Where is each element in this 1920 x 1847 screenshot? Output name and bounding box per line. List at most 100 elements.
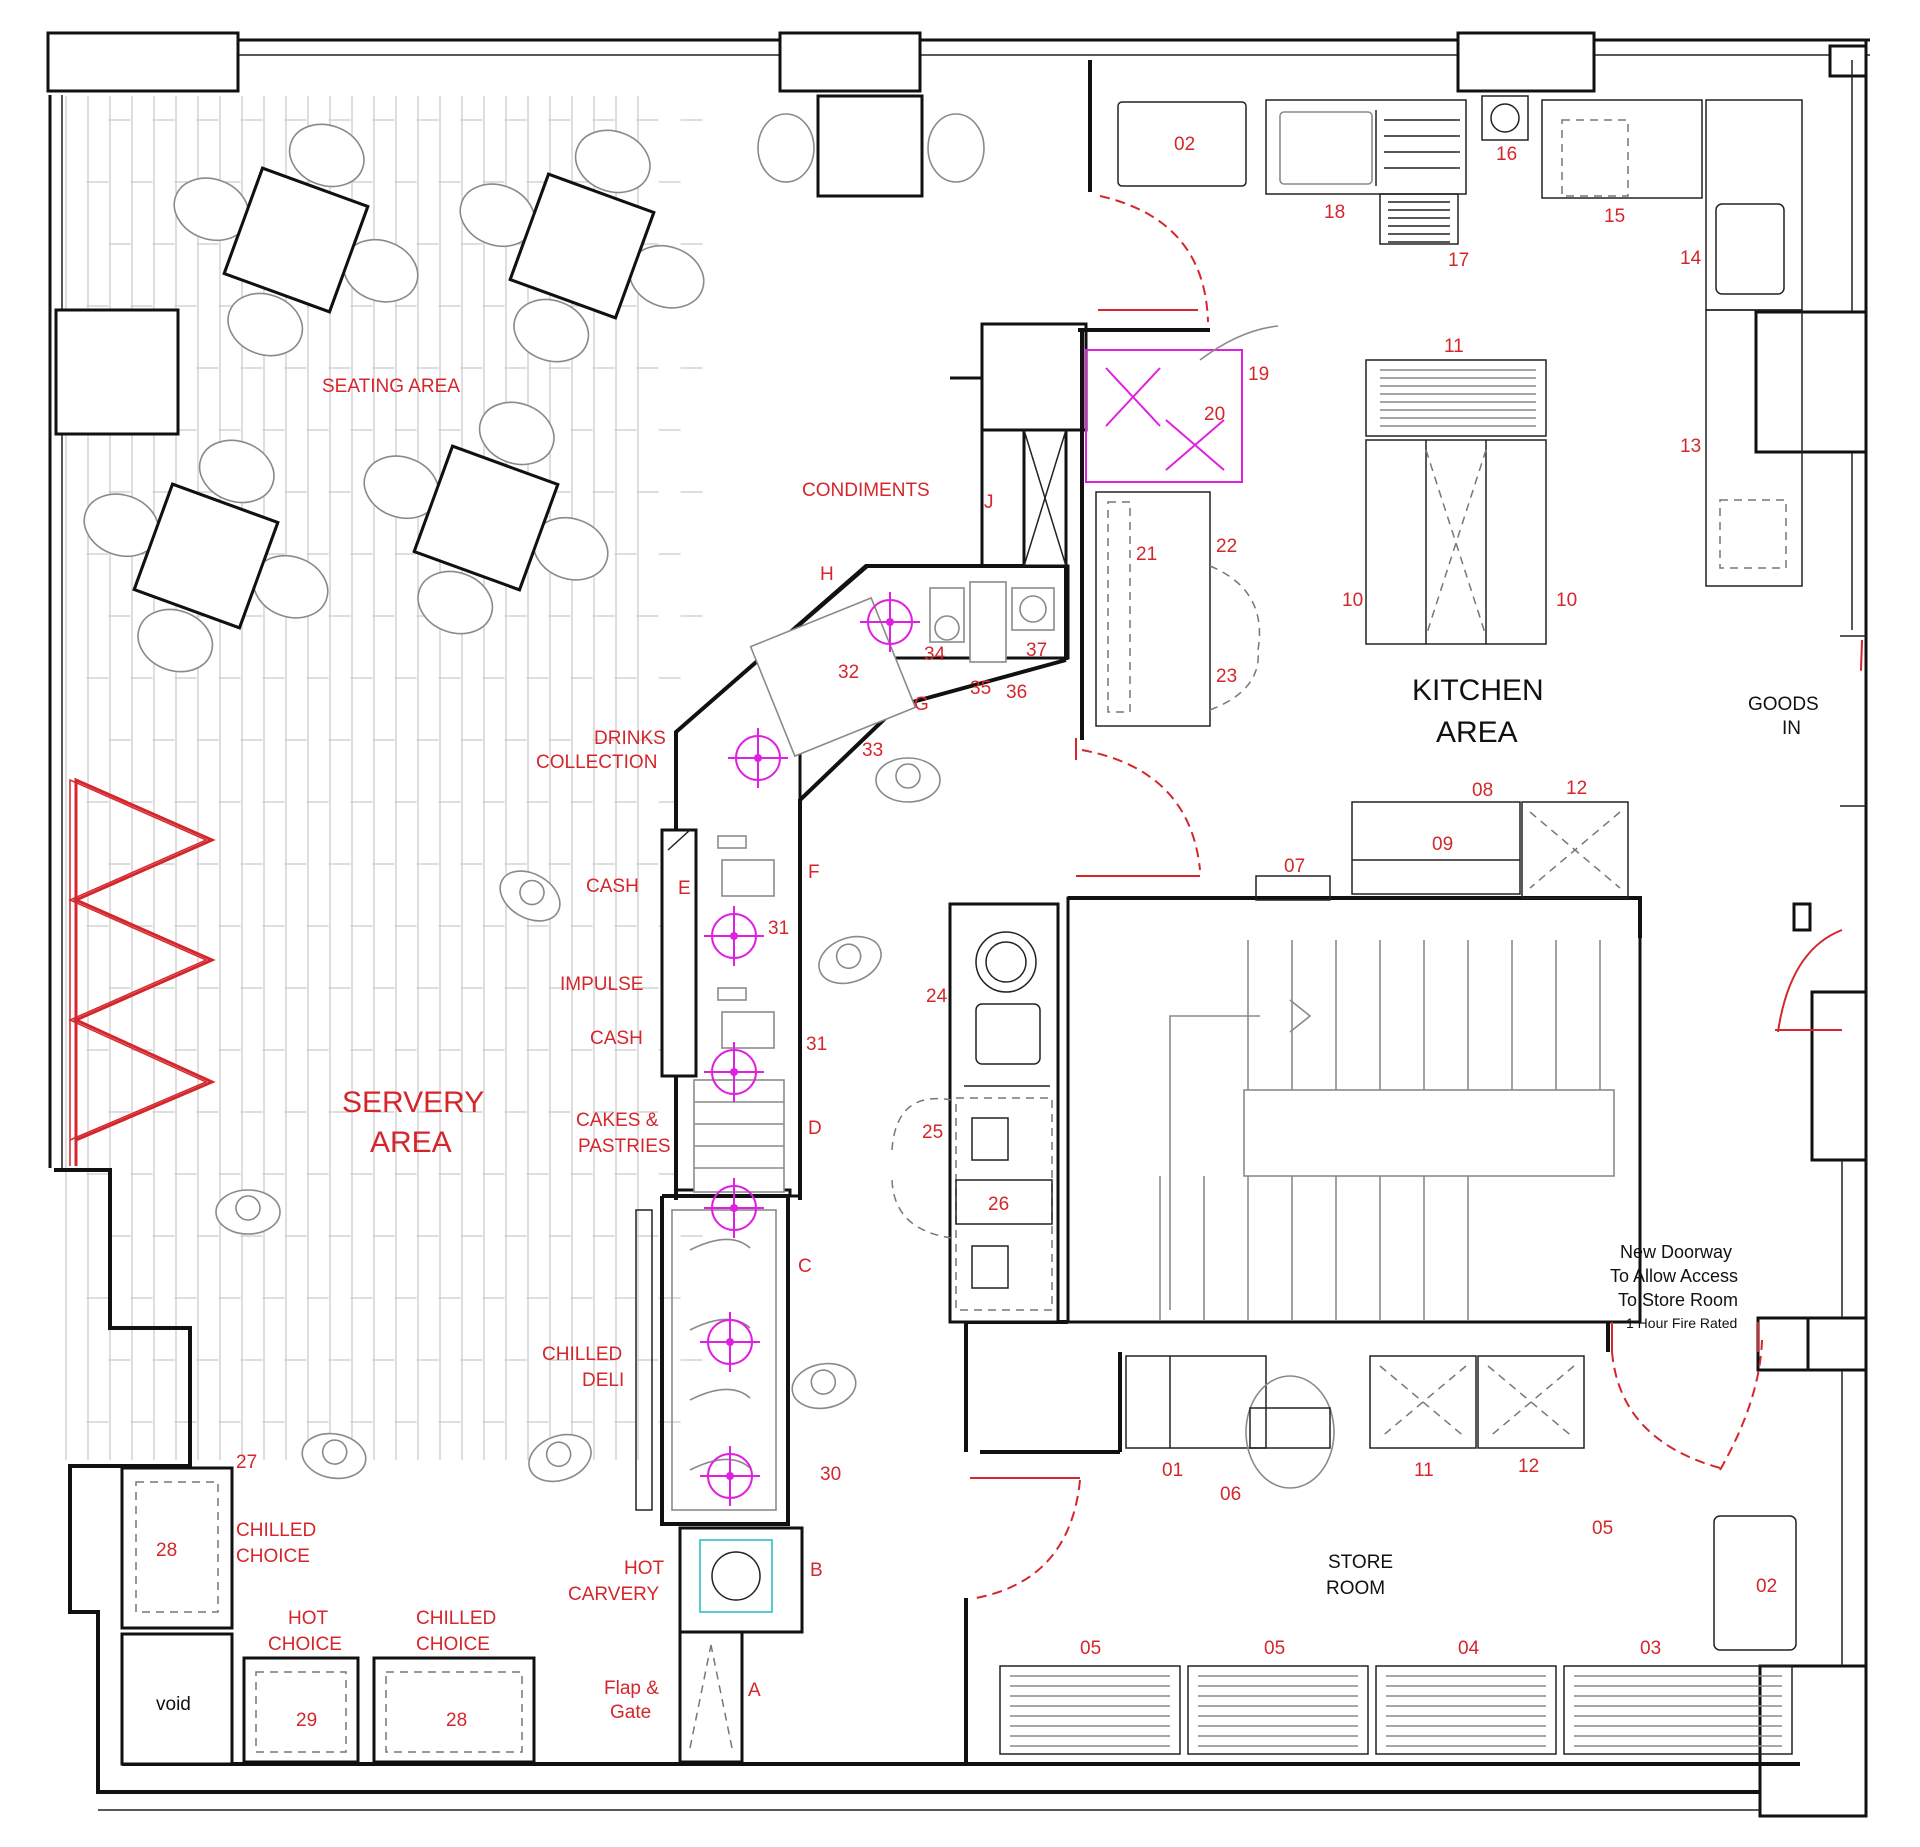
equipment-35 — [969, 581, 1007, 663]
label-chilled-choice-b-1: CHILLED — [416, 1608, 496, 1629]
person-head — [235, 1195, 261, 1221]
equipment-11-store — [1369, 1355, 1477, 1449]
letter-h: H — [820, 564, 834, 585]
num-26: 26 — [988, 1194, 1009, 1215]
equipment-02 — [1117, 101, 1247, 187]
num-10b: 10 — [1556, 590, 1577, 611]
num-14: 14 — [1680, 248, 1702, 269]
label-drinks-1: DRINKS — [594, 728, 666, 749]
service-point-dot — [726, 1338, 734, 1346]
person-icon — [528, 1433, 592, 1483]
prep-unit-24 — [948, 902, 1060, 1324]
note-doorway-2: To Allow Access — [1610, 1266, 1738, 1286]
label-flap-2: Gate — [610, 1702, 651, 1723]
num-35: 35 — [970, 678, 991, 699]
person-icon — [818, 935, 882, 985]
equipment-09 — [1351, 801, 1521, 895]
num-18: 18 — [1324, 202, 1345, 223]
letter-c: C — [798, 1256, 812, 1277]
equipment-16 — [1481, 95, 1529, 141]
service-point-dot — [886, 618, 894, 626]
num-12a: 12 — [1566, 778, 1587, 799]
deli-tray-rail — [635, 1209, 653, 1511]
num-05b: 05 — [1264, 1638, 1285, 1659]
num-04: 04 — [1458, 1638, 1480, 1659]
letter-f: F — [808, 862, 820, 883]
num-11b: 11 — [1414, 1460, 1434, 1481]
note-doorway-3: To Store Room — [1618, 1290, 1738, 1310]
kitchen-walls — [964, 60, 1866, 1764]
equipment-14 — [1705, 99, 1803, 311]
num-19: 19 — [1248, 364, 1269, 385]
equipment-01 — [1125, 1355, 1267, 1449]
equipment-34 — [929, 587, 965, 643]
label-store-2: ROOM — [1326, 1578, 1385, 1599]
label-carvery-2: CARVERY — [568, 1584, 659, 1605]
num-06: 06 — [1220, 1484, 1241, 1505]
letter-a: A — [748, 1680, 761, 1701]
note-doorway-4: 1 Hour Fire Rated — [1626, 1315, 1737, 1331]
deli-display — [671, 1209, 777, 1511]
card-reader — [717, 835, 747, 849]
person-head — [810, 1369, 837, 1395]
cakes-display — [693, 1079, 785, 1193]
num-22: 22 — [1216, 536, 1237, 557]
label-goods-2: IN — [1782, 718, 1801, 739]
num-05c: 05 — [1592, 1518, 1613, 1539]
num-08: 08 — [1472, 780, 1493, 801]
sink-18 — [1265, 99, 1467, 195]
letter-d: D — [808, 1118, 822, 1139]
servery-counter — [635, 322, 1088, 1764]
shelving-unit — [1375, 1665, 1557, 1755]
pier — [1810, 990, 1868, 1162]
label-impulse: IMPULSE — [560, 974, 643, 995]
person-head — [895, 763, 921, 789]
label-kitchen-1: KITCHEN — [1412, 674, 1544, 707]
pier — [46, 31, 240, 93]
letter-g: G — [914, 694, 929, 715]
chair — [417, 570, 494, 635]
num-24: 24 — [926, 986, 948, 1007]
shelving-unit — [999, 1665, 1181, 1755]
stair-arrow-head — [1289, 999, 1312, 1033]
note-doorway-1: New Doorway — [1620, 1242, 1732, 1262]
label-chilled-choice-a-2: CHOICE — [236, 1546, 310, 1567]
num-13: 13 — [1680, 436, 1701, 457]
void-box — [120, 1632, 234, 1766]
seating-tables — [83, 94, 985, 673]
equipment-15 — [1541, 99, 1703, 199]
stair-arrow — [1169, 1015, 1260, 1310]
pier — [1754, 310, 1868, 454]
table-top — [222, 166, 370, 314]
label-cakes-2: PASTRIES — [578, 1136, 671, 1157]
equipment-07 — [1255, 875, 1331, 901]
staff-06 — [1245, 1375, 1335, 1489]
chair — [757, 113, 815, 183]
num-23: 23 — [1216, 666, 1237, 687]
num-36: 36 — [1006, 682, 1027, 703]
chair — [927, 113, 985, 183]
carvery-joint — [711, 1551, 761, 1601]
carvery-unit — [678, 1526, 804, 1634]
chiller-28-left — [120, 1466, 234, 1630]
label-hot-choice-1: HOT — [288, 1608, 329, 1629]
service-point-dot — [730, 932, 738, 940]
num-37: 37 — [1026, 640, 1047, 661]
num-30: 30 — [820, 1464, 841, 1485]
table-top — [508, 172, 656, 320]
label-cash-1: CASH — [586, 876, 639, 897]
dish-rack-17 — [1379, 193, 1459, 245]
letter-e: E — [678, 878, 691, 899]
equipment-20 — [1085, 349, 1243, 483]
chair — [227, 292, 304, 357]
num-28a: 28 — [156, 1540, 177, 1561]
label-goods-1: GOODS — [1748, 694, 1819, 715]
label-drinks-2: COLLECTION — [536, 752, 657, 773]
num-09: 09 — [1432, 834, 1453, 855]
pier — [1456, 31, 1596, 93]
num-21: 21 — [1136, 544, 1157, 565]
label-seating-area: SEATING AREA — [322, 376, 460, 397]
person-icon — [301, 1432, 367, 1480]
label-servery-2: AREA — [370, 1126, 452, 1159]
shelving-unit — [1187, 1665, 1369, 1755]
